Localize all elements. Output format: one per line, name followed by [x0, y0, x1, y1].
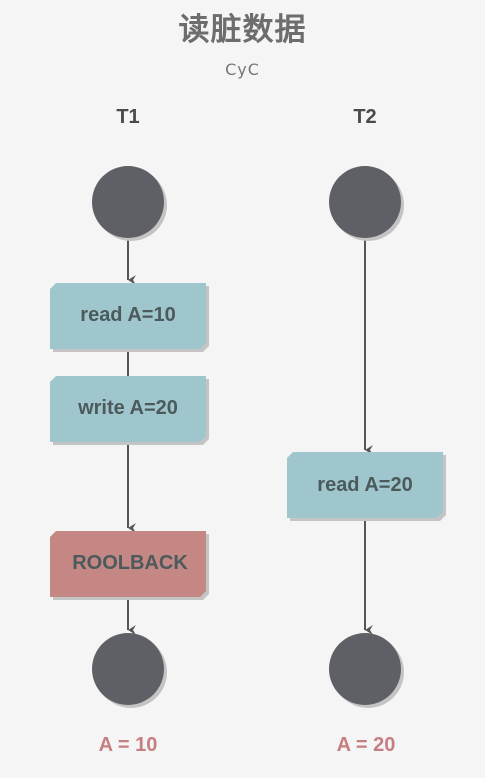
t1-read-box: [50, 283, 206, 349]
t1-start-node: [92, 166, 164, 238]
t2-start-node: [329, 166, 401, 238]
t1-rollback-box: [50, 531, 206, 597]
t2-result: A = 20: [336, 734, 396, 756]
t1-rollback-label: ROOLBACK: [72, 552, 188, 574]
diagram-author: CyC: [225, 60, 260, 79]
lane-label-t2: T2: [353, 106, 377, 128]
t1-write-label: write A=20: [78, 397, 178, 419]
t2-end-node: [329, 633, 401, 705]
t1-read-label: read A=10: [80, 304, 176, 326]
t2-read-label: read A=20: [317, 474, 413, 496]
diagram-title: 读脏数据: [178, 12, 307, 48]
lane-label-t1: T1: [116, 106, 140, 128]
t1-write-box: [50, 376, 206, 442]
t1-result: A = 10: [98, 734, 158, 756]
t1-end-node: [92, 633, 164, 705]
t2-read-box: [287, 452, 443, 518]
